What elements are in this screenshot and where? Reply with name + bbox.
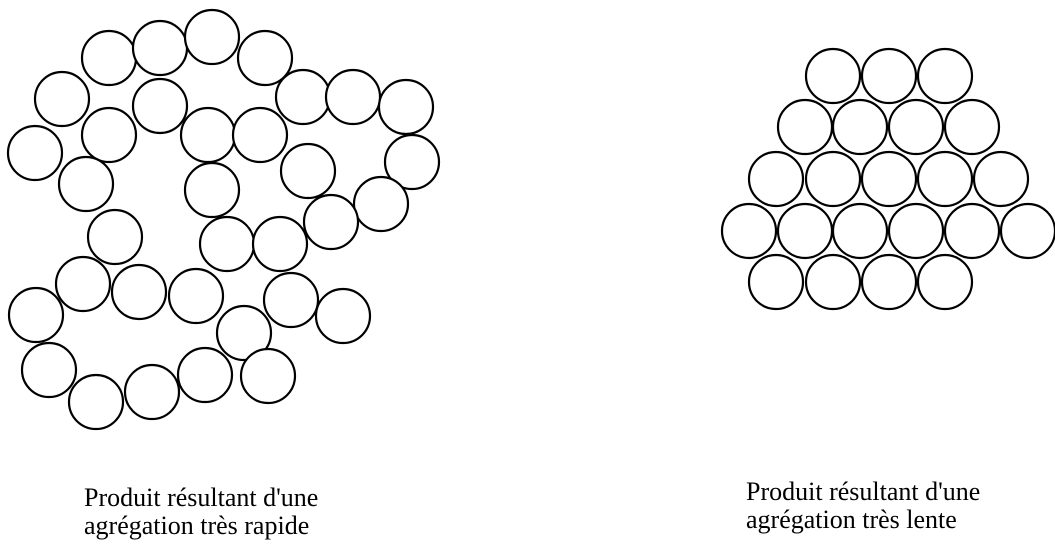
rapid-particle	[324, 68, 382, 126]
rapid-particle	[352, 175, 410, 233]
slow-particle	[860, 150, 918, 208]
rapid-particle	[33, 70, 91, 128]
slow-particle	[804, 253, 862, 311]
rapid-particle	[67, 373, 125, 431]
rapid-particle	[198, 215, 256, 273]
rapid-particle	[86, 208, 144, 266]
slow-aggregation-caption: Produit résultant d'une agrégation très …	[746, 478, 980, 534]
slow-particle	[747, 150, 805, 208]
rapid-particle	[80, 29, 138, 87]
slow-particle	[916, 253, 974, 311]
rapid-particle	[57, 155, 115, 213]
rapid-particle	[54, 255, 112, 313]
rapid-particle	[167, 267, 225, 325]
slow-particle	[804, 47, 862, 105]
rapid-aggregation-cluster	[6, 8, 441, 431]
slow-particle	[831, 202, 889, 260]
slow-particle	[776, 98, 834, 156]
rapid-particle	[6, 124, 64, 182]
rapid-particle	[131, 77, 189, 135]
rapid-particle	[176, 346, 234, 404]
rapid-particle	[110, 263, 168, 321]
rapid-particle	[183, 161, 241, 219]
slow-particle	[916, 47, 974, 105]
rapid-particle	[302, 193, 360, 251]
rapid-aggregation-caption: Produit résultant d'une agrégation très …	[84, 484, 318, 540]
slow-caption-line1: Produit résultant d'une	[746, 477, 981, 506]
slow-particle	[943, 98, 1001, 156]
rapid-particle	[274, 68, 332, 126]
slow-particle	[943, 202, 1001, 260]
slow-particle	[860, 253, 918, 311]
rapid-particle	[383, 133, 441, 191]
slow-particle	[831, 98, 889, 156]
slow-particle	[747, 253, 805, 311]
slow-caption-line2: agrégation très lente	[746, 505, 957, 534]
rapid-particle	[20, 341, 78, 399]
rapid-caption-line2: agrégation très rapide	[84, 511, 310, 540]
rapid-particle	[314, 287, 372, 345]
rapid-particle	[123, 363, 181, 421]
rapid-particle	[231, 106, 289, 164]
slow-particle	[887, 98, 945, 156]
slow-particle	[916, 150, 974, 208]
rapid-particle	[131, 19, 189, 77]
rapid-particle	[215, 304, 273, 362]
rapid-particle	[183, 8, 241, 66]
slow-particle	[999, 202, 1055, 260]
rapid-particle	[7, 286, 65, 344]
rapid-particle	[279, 142, 337, 200]
rapid-particle	[236, 29, 294, 87]
slow-particle	[972, 150, 1030, 208]
slow-particle	[860, 47, 918, 105]
rapid-particle	[251, 215, 309, 273]
rapid-particle	[377, 78, 435, 136]
rapid-particle	[179, 106, 237, 164]
slow-particle	[887, 202, 945, 260]
rapid-particle	[262, 271, 320, 329]
slow-particle	[776, 202, 834, 260]
slow-particle	[804, 150, 862, 208]
slow-particle	[720, 202, 778, 260]
slow-aggregation-cluster	[720, 47, 1055, 311]
rapid-caption-line1: Produit résultant d'une	[84, 483, 319, 512]
rapid-particle	[80, 106, 138, 164]
rapid-particle	[239, 347, 297, 405]
